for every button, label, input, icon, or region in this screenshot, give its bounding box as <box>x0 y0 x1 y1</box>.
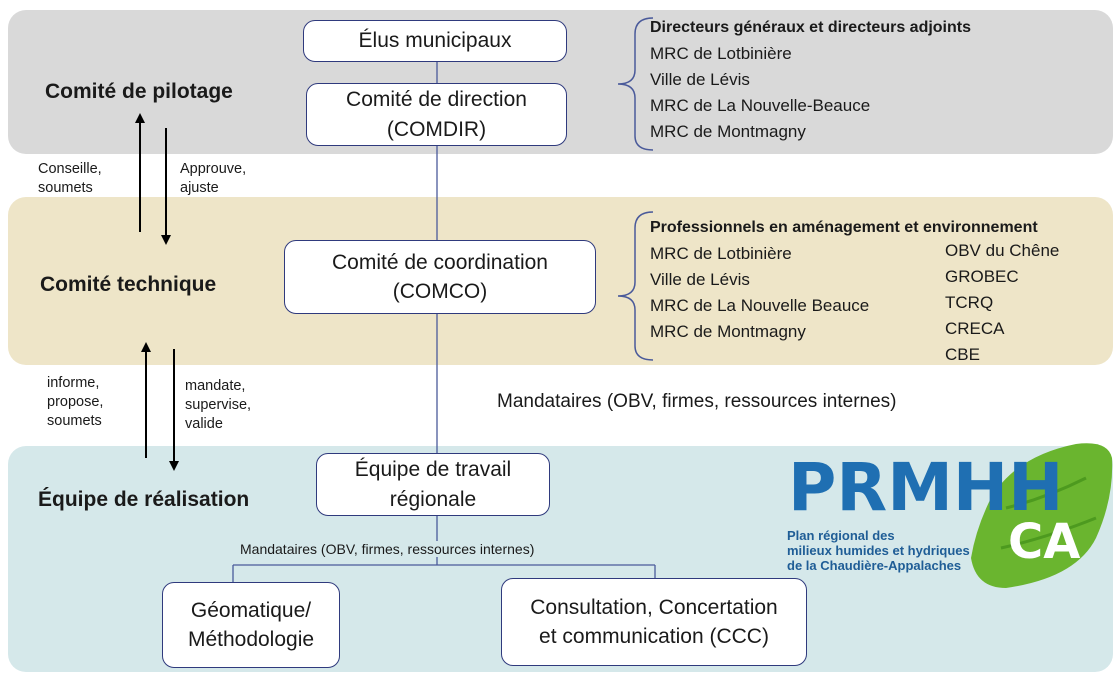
bracket-professionnels <box>617 211 654 361</box>
level-label-technique: Comité technique <box>40 273 217 296</box>
logo-ca: CA <box>1008 514 1080 570</box>
box-ccc: Consultation, Concertation et communicat… <box>501 578 807 666</box>
box-equipe-travail: Équipe de travail régionale <box>316 453 550 516</box>
list-professionnels-right: OBV du Chêne GROBEC TCRQ CRECA CBE <box>945 238 1059 368</box>
box-comco-line2: (COMCO) <box>392 280 488 303</box>
logo-caption-line: milieux humides et hydriques <box>787 543 970 558</box>
box-comdir: Comité de direction (COMDIR) <box>306 83 567 146</box>
box-comdir-line2: (COMDIR) <box>386 117 487 141</box>
box-geomatique-line2: Méthodologie <box>187 628 315 651</box>
mandataires-label-large: Mandataires (OBV, firmes, ressources int… <box>497 391 897 412</box>
arrow-label-line: Approuve, <box>180 161 247 177</box>
logo-caption-line: de la Chaudière-Appalaches <box>787 558 962 573</box>
logo-caption: Plan régional des milieux humides et hyd… <box>787 528 970 573</box>
list-item: MRC de La Nouvelle-Beauce <box>650 96 871 115</box>
arrow-label-mandate: mandate, supervise, valide <box>185 377 251 434</box>
arrow-label-conseille: Conseille, soumets <box>38 160 102 198</box>
list-item: MRC de La Nouvelle Beauce <box>650 296 870 315</box>
box-elus-label: Élus municipaux <box>358 29 512 53</box>
box-comdir-line1: Comité de direction <box>346 88 527 112</box>
prmhh-logo: PRMHH CA <box>788 443 1113 588</box>
list-item: MRC de Montmagny <box>650 322 806 341</box>
logo-wordmark: PRMHH <box>788 449 1063 526</box>
arrow-label-line: Conseille, <box>38 161 102 177</box>
arrow-label-line: soumets <box>38 180 93 196</box>
box-comco-line1: Comité de coordination <box>332 250 548 274</box>
box-elus-municipaux: Élus municipaux <box>303 20 567 62</box>
level-label-pilotage: Comité de pilotage <box>45 80 233 103</box>
arrow-label-line: valide <box>185 416 223 432</box>
arrow-label-line: supervise, <box>185 397 252 413</box>
level-label-realisation: Équipe de réalisation <box>38 488 250 511</box>
arrow-label-line: soumets <box>47 413 102 429</box>
arrow-label-informe: informe, propose, soumets <box>47 374 103 431</box>
logo-caption-line: Plan régional des <box>787 528 895 543</box>
box-equipe-line1: Équipe de travail <box>354 458 512 482</box>
arrow-label-approuve: Approuve, ajuste <box>180 160 246 198</box>
list-item: Ville de Lévis <box>650 270 750 289</box>
list-item: CBE <box>945 345 980 364</box>
arrow-label-line: informe, <box>47 375 100 391</box>
arrow-label-line: propose, <box>47 394 104 410</box>
box-equipe-line2: régionale <box>389 487 477 511</box>
bracket-directeurs <box>617 17 654 151</box>
arrow-label-line: ajuste <box>180 180 219 196</box>
list-item: MRC de Lotbinière <box>650 44 792 63</box>
list-directeurs: Directeurs généraux et directeurs adjoin… <box>650 15 971 145</box>
box-ccc-line1: Consultation, Concertation <box>530 595 778 619</box>
list-item: CRECA <box>945 319 1005 338</box>
list-item: TCRQ <box>945 293 994 312</box>
list-item: Ville de Lévis <box>650 70 750 89</box>
box-geomatique: Géomatique/ Méthodologie <box>162 582 340 668</box>
box-geomatique-line1: Géomatique/ <box>190 598 312 622</box>
list-item: OBV du Chêne <box>945 241 1060 260</box>
list-item: GROBEC <box>945 267 1019 286</box>
box-ccc-line2: et communication (CCC) <box>539 625 769 648</box>
arrow-label-line: mandate, <box>185 378 246 394</box>
list-item: MRC de Lotbinière <box>650 244 792 263</box>
mandataires-label-small: Mandataires (OBV, firmes, ressources int… <box>238 541 537 557</box>
list-directeurs-header: Directeurs généraux et directeurs adjoin… <box>650 19 971 36</box>
list-professionnels-left: MRC de Lotbinière Ville de Lévis MRC de … <box>650 241 869 345</box>
box-comco: Comité de coordination (COMCO) <box>284 240 596 314</box>
list-item: MRC de Montmagny <box>650 122 806 141</box>
list-professionnels-header: Professionnels en aménagement et environ… <box>650 219 1038 236</box>
list-professionnels-header-wrap: Professionnels en aménagement et environ… <box>650 215 1038 241</box>
